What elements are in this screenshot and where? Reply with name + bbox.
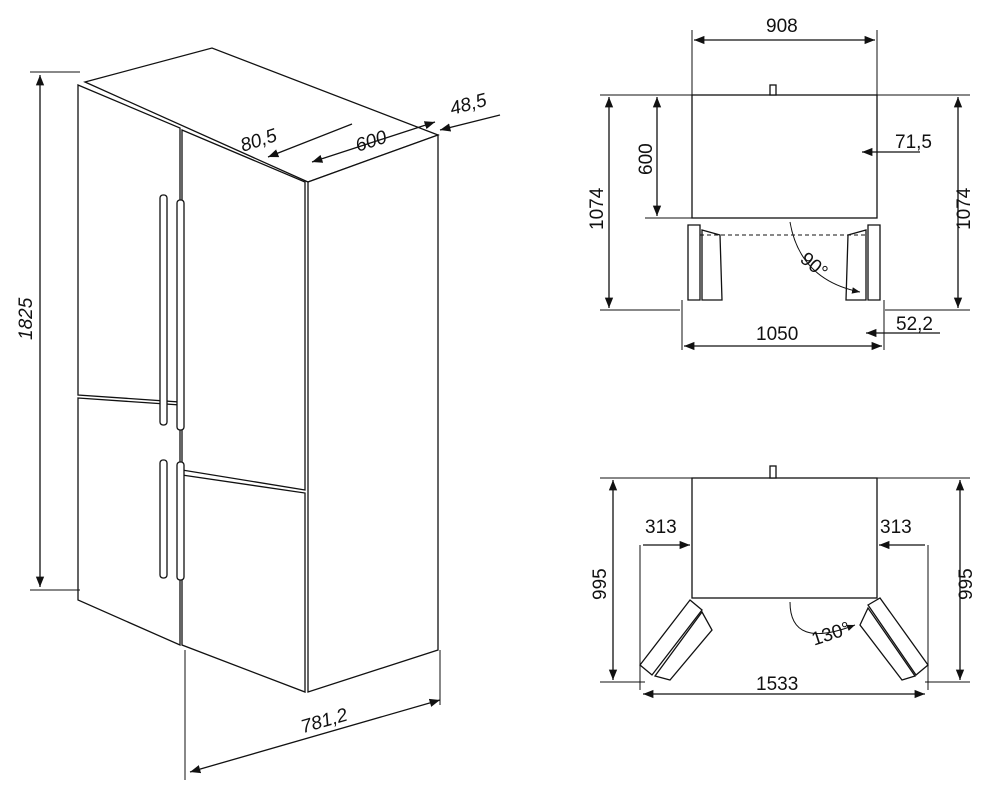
fridge-side	[307, 134, 439, 693]
left-door-open	[687, 224, 701, 301]
top-view-130: 130° 313 313 995 995 1533	[590, 465, 977, 699]
right-door-open	[867, 224, 881, 301]
angle-label: 130°	[809, 618, 853, 650]
handle-offset-label: 48,5	[448, 90, 490, 120]
handle	[176, 199, 185, 431]
top-view-90: 908 600 1074 1074 71,5 90° 1050 52,2	[587, 16, 975, 351]
total-width-label: 1533	[756, 674, 798, 695]
cabinet-plan	[691, 94, 878, 219]
handle	[159, 459, 168, 579]
right-door-clearance-label: 313	[880, 517, 912, 538]
height-label: 1825	[16, 297, 37, 340]
left-door-open	[639, 599, 703, 676]
handle	[159, 194, 168, 426]
handle	[176, 461, 185, 581]
total-depth-left-label: 1074	[587, 187, 608, 230]
total-width-label: 1050	[756, 324, 798, 345]
lower-right-door	[181, 474, 306, 693]
upper-right-door	[181, 129, 306, 491]
cabinet-plan	[691, 477, 878, 599]
side-offset-label: 71,5	[895, 132, 932, 153]
total-depth-right-label: 1074	[954, 187, 975, 230]
door-offset-label: 52,2	[896, 314, 933, 335]
left-door-clearance-label: 313	[645, 517, 677, 538]
depth-left-label: 995	[590, 568, 611, 600]
depth-label: 600	[636, 143, 657, 175]
width-label: 908	[766, 16, 798, 37]
lower-left-door	[77, 397, 181, 646]
depth-right-label: 995	[956, 568, 977, 600]
isometric-view: 1825 80,5 600 48,5 781,2	[16, 47, 501, 780]
